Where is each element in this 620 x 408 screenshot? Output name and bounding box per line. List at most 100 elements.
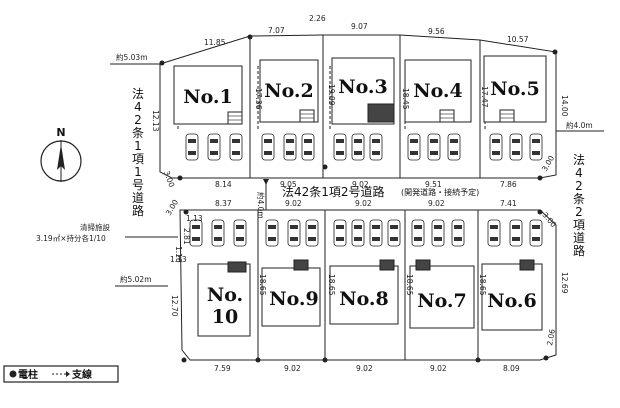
road-name-center: 法42条1項2号道路 <box>282 184 385 199</box>
frontage-dim: 9.51 <box>425 180 442 189</box>
parking-car <box>185 133 199 161</box>
road-name-char: 2 <box>134 113 142 127</box>
lot-label-7: No.7 <box>417 290 467 312</box>
parking-car <box>509 133 523 161</box>
bottom-dim: 9.02 <box>356 364 373 373</box>
depth-dim-4: 18.45 <box>401 88 410 110</box>
parking-car <box>451 219 465 247</box>
side-dim-left-bottom: 12.70 <box>170 295 179 317</box>
road-name-char: 路 <box>573 243 585 258</box>
road-name-char: 路 <box>132 203 144 218</box>
parking-car <box>283 133 297 161</box>
frontage-dim: 9.02 <box>428 199 445 208</box>
side-dim-right-bottom: 12.69 <box>560 272 569 294</box>
frontage-dim: 8.37 <box>215 199 232 208</box>
road-name-char: 4 <box>134 100 142 114</box>
parking-car <box>411 219 425 247</box>
lot-label-8: No.8 <box>339 288 389 310</box>
top-dim: 7.07 <box>268 26 285 35</box>
compass-label: N <box>56 126 65 139</box>
parking-car <box>489 133 503 161</box>
road-width-bottom-left: 約5.02m <box>120 274 152 284</box>
depth-dim-8: 18.65 <box>327 274 336 296</box>
parking-car <box>261 133 275 161</box>
frontage-dim: 9.02 <box>285 199 302 208</box>
road-name-char: 道 <box>132 191 144 205</box>
road-name-char: 条 <box>132 126 144 140</box>
road-name-char: 2 <box>575 205 583 219</box>
road-width-top-left: 約5.03m <box>116 52 148 62</box>
parking-car <box>333 219 347 247</box>
depth-dim-7: 18.65 <box>405 274 414 296</box>
parking-car <box>211 219 225 247</box>
parking-car <box>487 219 501 247</box>
frontage-dim: 9.02 <box>355 199 372 208</box>
depth-dim-2: 17.36 <box>254 88 263 110</box>
road-name-char: 号 <box>132 178 144 192</box>
frontage-dim: 9.05 <box>280 180 297 189</box>
top-dim: 9.56 <box>428 27 445 36</box>
north-arrow-icon: N <box>40 126 82 182</box>
bottom-dim: 7.59 <box>214 364 231 373</box>
house-footprint-9 <box>261 267 321 327</box>
top-dim: 11.85 <box>204 38 226 47</box>
parking-car <box>427 133 441 161</box>
house-footprint-1 <box>173 65 243 125</box>
house-footprint-2 <box>259 59 319 123</box>
parking-car <box>265 219 279 247</box>
lot-label-9: No.9 <box>269 288 319 310</box>
small-dim: 1.16 <box>174 246 183 263</box>
utility-poles <box>159 34 558 363</box>
house-footprint-6 <box>481 263 543 331</box>
small-dim: 1.13 <box>186 214 203 223</box>
parking-car <box>447 133 461 161</box>
side-dim-right-top: 14.00 <box>560 95 569 117</box>
frontage-dim: 7.41 <box>500 199 517 208</box>
road-name-char: 1 <box>134 165 142 179</box>
road-name-char: 道 <box>573 231 585 245</box>
parking-car <box>431 219 445 247</box>
road-name-char: 項 <box>573 218 585 232</box>
top-dim: 2.26 <box>309 14 326 23</box>
road-name-char: 2 <box>575 179 583 193</box>
legend-pole: 電柱 <box>18 368 38 381</box>
depth-dim-6: 18.65 <box>478 274 487 296</box>
parking-car <box>529 219 543 247</box>
legend: 電柱 支線 <box>3 365 119 383</box>
house-footprint-7 <box>409 265 475 329</box>
road-note-center: (開発道路・接続予定) <box>401 187 479 197</box>
parking-car <box>351 219 365 247</box>
road-name-char: 項 <box>132 152 144 166</box>
lot-label-6: No.6 <box>487 290 537 312</box>
small-dim: 2.81 <box>182 228 191 245</box>
road-name-char: 条 <box>573 192 585 206</box>
entrance-hatch <box>227 103 535 273</box>
parking-car <box>301 133 315 161</box>
lot-label-4: No.4 <box>413 80 463 102</box>
parking-car <box>407 133 421 161</box>
house-footprint-4 <box>404 59 472 123</box>
frontage-dim: 7.86 <box>500 180 517 189</box>
corner-cut-dim: 3.00 <box>164 198 180 217</box>
top-dim: 9.07 <box>351 22 368 31</box>
parking-car <box>333 133 347 161</box>
lot-label-10-line2: 10 <box>212 306 238 328</box>
parking-car <box>351 133 365 161</box>
parking-car <box>229 133 243 161</box>
road-name-char: 1 <box>134 139 142 153</box>
parking-car <box>233 219 247 247</box>
parking-spaces <box>185 133 543 247</box>
lot-label-1: No.1 <box>183 86 233 108</box>
parking-car <box>369 219 383 247</box>
road-name-char: 4 <box>575 166 583 180</box>
house-footprint-8 <box>329 265 399 325</box>
road-name-char: 法 <box>573 153 585 167</box>
small-dim: 1.13 <box>170 255 187 264</box>
lot-label-3: No.3 <box>338 76 388 98</box>
road-name-char: 法 <box>132 87 144 101</box>
